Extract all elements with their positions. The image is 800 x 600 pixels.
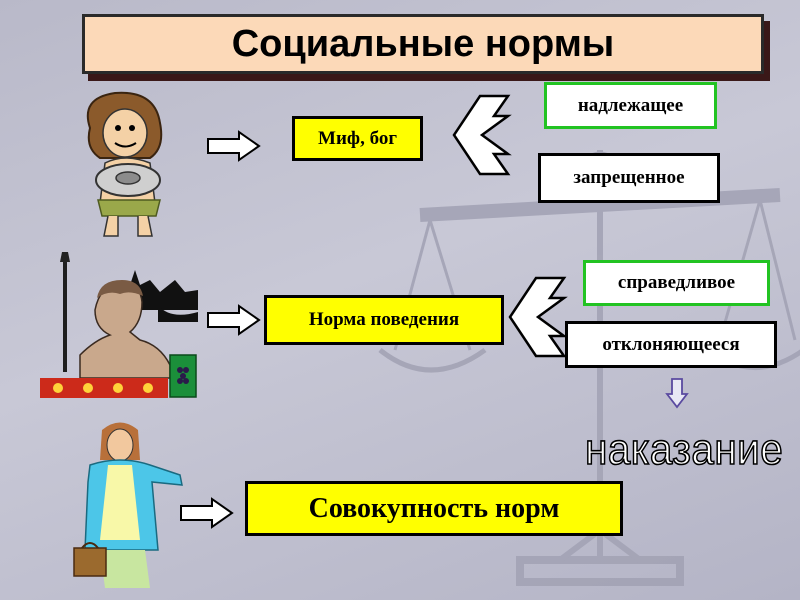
arrow-right-icon (180, 497, 234, 529)
outcome-just: справедливое (583, 260, 770, 306)
caveman-clipart (86, 91, 163, 237)
arrow-right-icon (207, 130, 261, 162)
outcome-forbidden: запрещенное (538, 153, 720, 203)
page-title: Социальные нормы (82, 14, 764, 74)
outcome-proper: надлежащее (544, 82, 717, 129)
source-box-myth: Миф, бог (292, 116, 423, 161)
arrow-right-icon (207, 304, 261, 336)
split-arrow-icon (452, 94, 512, 176)
source-box-totality: Совокупность норм (245, 481, 623, 536)
consequence-label: наказание (584, 424, 784, 475)
arrow-down-icon (665, 378, 689, 409)
source-box-norm: Норма поведения (264, 295, 504, 345)
split-arrow-icon (508, 276, 568, 358)
woman-clipart (73, 422, 183, 588)
outcome-deviant: отклоняющееся (565, 321, 777, 368)
david-statue-clipart (40, 252, 198, 398)
